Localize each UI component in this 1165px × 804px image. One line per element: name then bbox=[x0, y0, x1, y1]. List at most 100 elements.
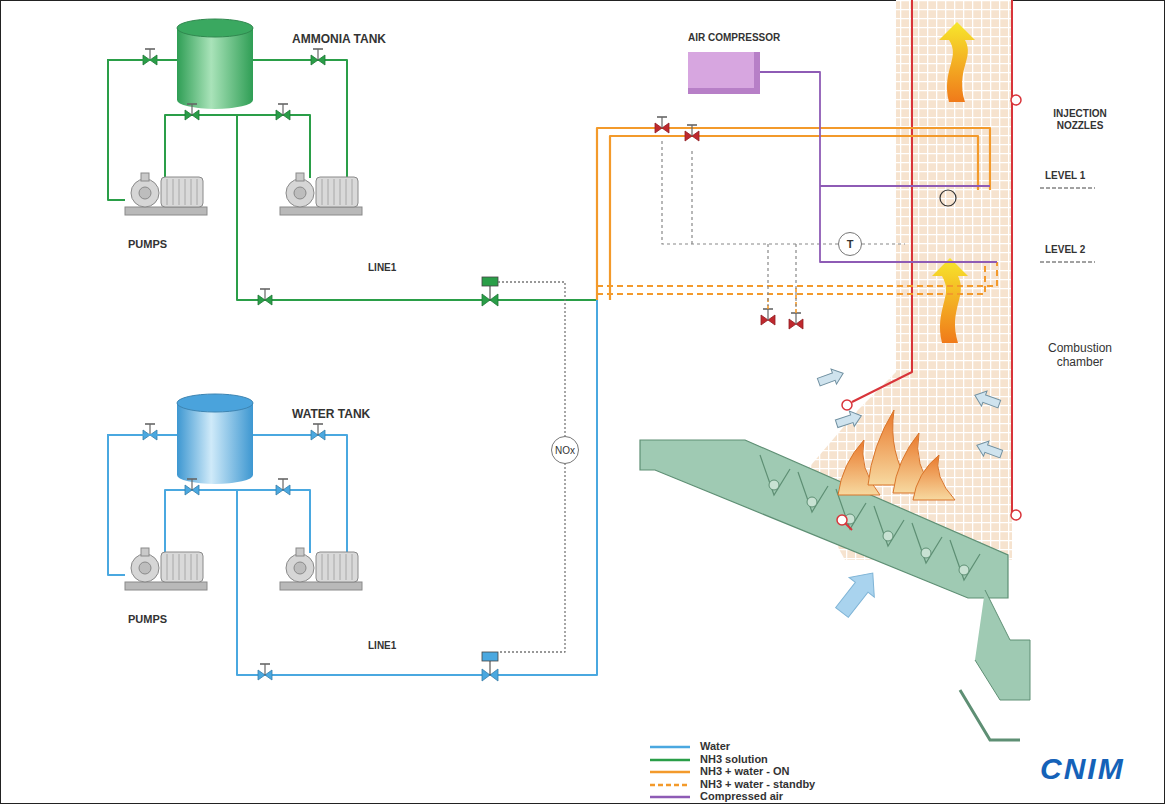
flue-gas-arrow bbox=[932, 258, 968, 343]
nozzle-marker bbox=[940, 190, 956, 206]
valve-symbol bbox=[311, 49, 325, 65]
primary-air-arrow bbox=[829, 563, 885, 622]
tank-bottom bbox=[177, 91, 253, 109]
level-label-box: LEVEL 2 bbox=[1045, 244, 1085, 256]
pipe bbox=[795, 244, 796, 310]
air-arrow bbox=[972, 388, 1002, 412]
legend-row: NH3 + water - ON bbox=[648, 765, 738, 779]
pipe bbox=[662, 140, 838, 244]
company-logo-box: CNIM bbox=[1040, 752, 1125, 787]
pump-symbol bbox=[280, 173, 362, 215]
tank-body bbox=[177, 403, 253, 475]
valve-symbol bbox=[143, 49, 157, 65]
instrument-circle: T bbox=[838, 232, 862, 256]
valve-symbol bbox=[761, 309, 775, 325]
pipe bbox=[691, 148, 692, 244]
line-label: LINE1 bbox=[368, 640, 396, 652]
line-label: LINE1 bbox=[368, 262, 396, 274]
pipe bbox=[852, 0, 912, 402]
legend-text: Compressed air bbox=[700, 790, 783, 803]
pipe bbox=[767, 294, 769, 309]
valve-symbol bbox=[185, 104, 199, 120]
storage-tank: WATER TANK bbox=[177, 393, 253, 485]
pipe bbox=[108, 150, 125, 200]
wall-hinge bbox=[837, 515, 847, 525]
instrument-tag: T bbox=[847, 238, 854, 250]
legend-row: NH3 + water - standby bbox=[648, 778, 763, 792]
tank-bottom bbox=[177, 466, 253, 484]
valve-symbol bbox=[655, 117, 669, 133]
part-label: INJECTION NOZZLES bbox=[1030, 108, 1130, 131]
level-label-box: LEVEL 1 bbox=[1045, 170, 1085, 182]
pipe bbox=[237, 115, 490, 300]
pipe bbox=[862, 243, 905, 244]
instrument-tag: NOx bbox=[555, 445, 575, 456]
tank-body bbox=[177, 28, 253, 100]
flue-gas-arrow bbox=[939, 22, 975, 102]
pipe bbox=[108, 525, 125, 575]
valve-symbol bbox=[276, 479, 290, 495]
legend-text: NH3 + water - standby bbox=[700, 778, 815, 791]
pipe bbox=[820, 185, 990, 187]
pipe bbox=[490, 300, 597, 675]
pipe bbox=[498, 463, 565, 652]
pipe bbox=[1040, 188, 1095, 189]
legend-sample bbox=[648, 766, 692, 778]
legend-sample bbox=[648, 779, 692, 791]
pipe bbox=[597, 262, 997, 286]
instrument-circle: NOx bbox=[551, 436, 579, 464]
wall-hinge bbox=[1011, 510, 1021, 520]
legend-row: NH3 solution bbox=[648, 753, 716, 767]
valve-symbol bbox=[143, 424, 157, 440]
compressor-box: AIR COMPRESSOR bbox=[688, 52, 760, 94]
pump-symbol bbox=[125, 173, 207, 215]
level-label: LEVEL 2 bbox=[1045, 244, 1085, 256]
part-label-box: Combustion chamber bbox=[1030, 342, 1130, 370]
node-label: WATER TANK bbox=[292, 407, 370, 421]
wall-hinge bbox=[842, 400, 852, 410]
air-arrow bbox=[834, 408, 864, 431]
pipe bbox=[610, 136, 978, 300]
legend-row: Compressed air bbox=[648, 790, 731, 804]
part-label-box: INJECTION NOZZLES bbox=[1030, 108, 1130, 131]
legend-sample bbox=[648, 741, 692, 753]
pump-group: PUMPS bbox=[108, 150, 368, 250]
tank-top bbox=[177, 394, 253, 412]
line-label-box: LINE1 bbox=[368, 262, 396, 274]
node-label: PUMPS bbox=[128, 238, 167, 250]
node-label: PUMPS bbox=[128, 613, 167, 625]
pipe bbox=[237, 490, 490, 675]
pipe bbox=[760, 72, 997, 262]
chamber-ground bbox=[800, 0, 1012, 560]
control-valve bbox=[482, 652, 498, 681]
legend-sample bbox=[648, 791, 692, 803]
legend-sample bbox=[648, 754, 692, 766]
valve-symbol bbox=[311, 424, 325, 440]
pipe bbox=[1011, 0, 1013, 515]
node-label: AMMONIA TANK bbox=[292, 32, 386, 46]
tank-top bbox=[177, 19, 253, 37]
grate bbox=[640, 440, 1030, 740]
line-label-box: LINE1 bbox=[368, 640, 396, 652]
pipe bbox=[1040, 262, 1095, 263]
pipe bbox=[597, 128, 990, 300]
pipe bbox=[498, 282, 565, 437]
legend-text: NH3 + water - ON bbox=[700, 765, 790, 778]
valve-symbol bbox=[258, 664, 272, 680]
company-logo: CNIM bbox=[1040, 752, 1125, 787]
air-arrow bbox=[974, 438, 1004, 462]
feed-pipe bbox=[108, 435, 177, 525]
storage-tank: AMMONIA TANK bbox=[177, 18, 253, 110]
pump-symbol bbox=[125, 548, 207, 590]
valve-symbol bbox=[185, 479, 199, 495]
part-label: Combustion chamber bbox=[1030, 342, 1130, 370]
wall-hinge bbox=[1011, 95, 1021, 105]
flame bbox=[913, 455, 955, 500]
node-label: AIR COMPRESSOR bbox=[688, 32, 780, 43]
pipe bbox=[767, 244, 768, 306]
valve-symbol bbox=[685, 125, 699, 141]
pipe bbox=[597, 262, 985, 294]
